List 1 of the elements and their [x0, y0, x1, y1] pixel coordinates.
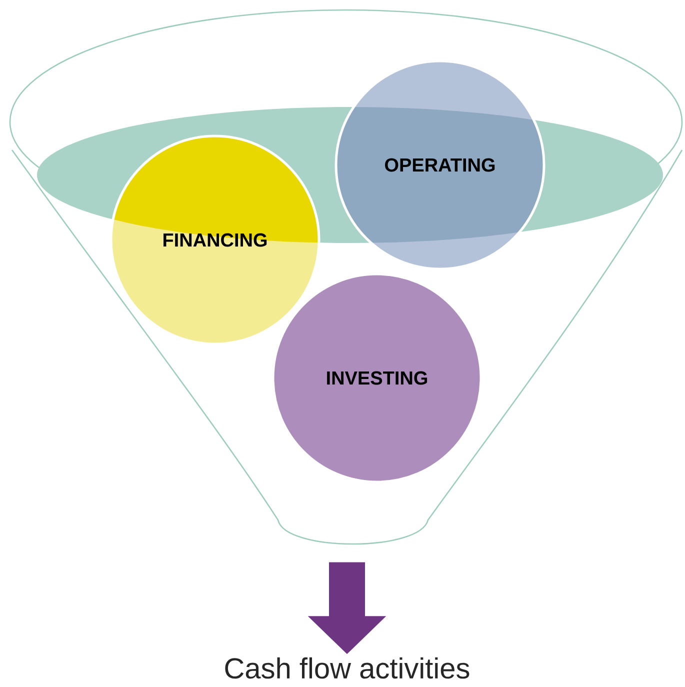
caption-text: Cash flow activities [225, 657, 470, 679]
